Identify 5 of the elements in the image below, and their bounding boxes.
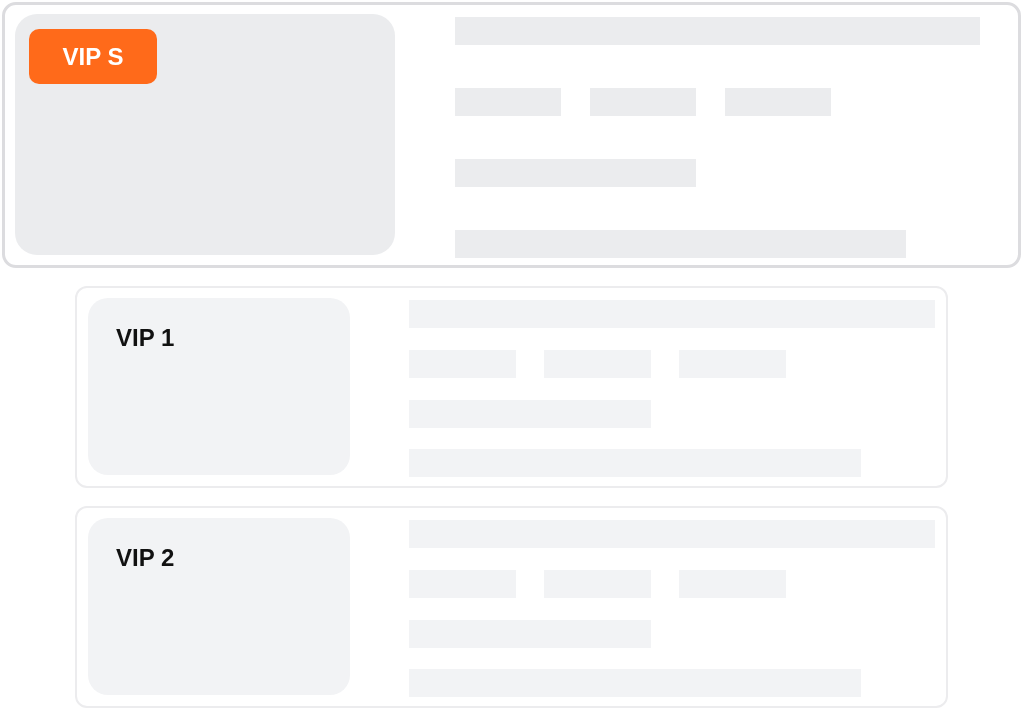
tier-panel: VIP 2 <box>88 518 350 695</box>
card-background <box>2 2 1021 268</box>
tier-panel: VIP 1 <box>88 298 350 475</box>
image-placeholder <box>15 14 395 255</box>
tier-badge: VIP S <box>29 29 157 84</box>
